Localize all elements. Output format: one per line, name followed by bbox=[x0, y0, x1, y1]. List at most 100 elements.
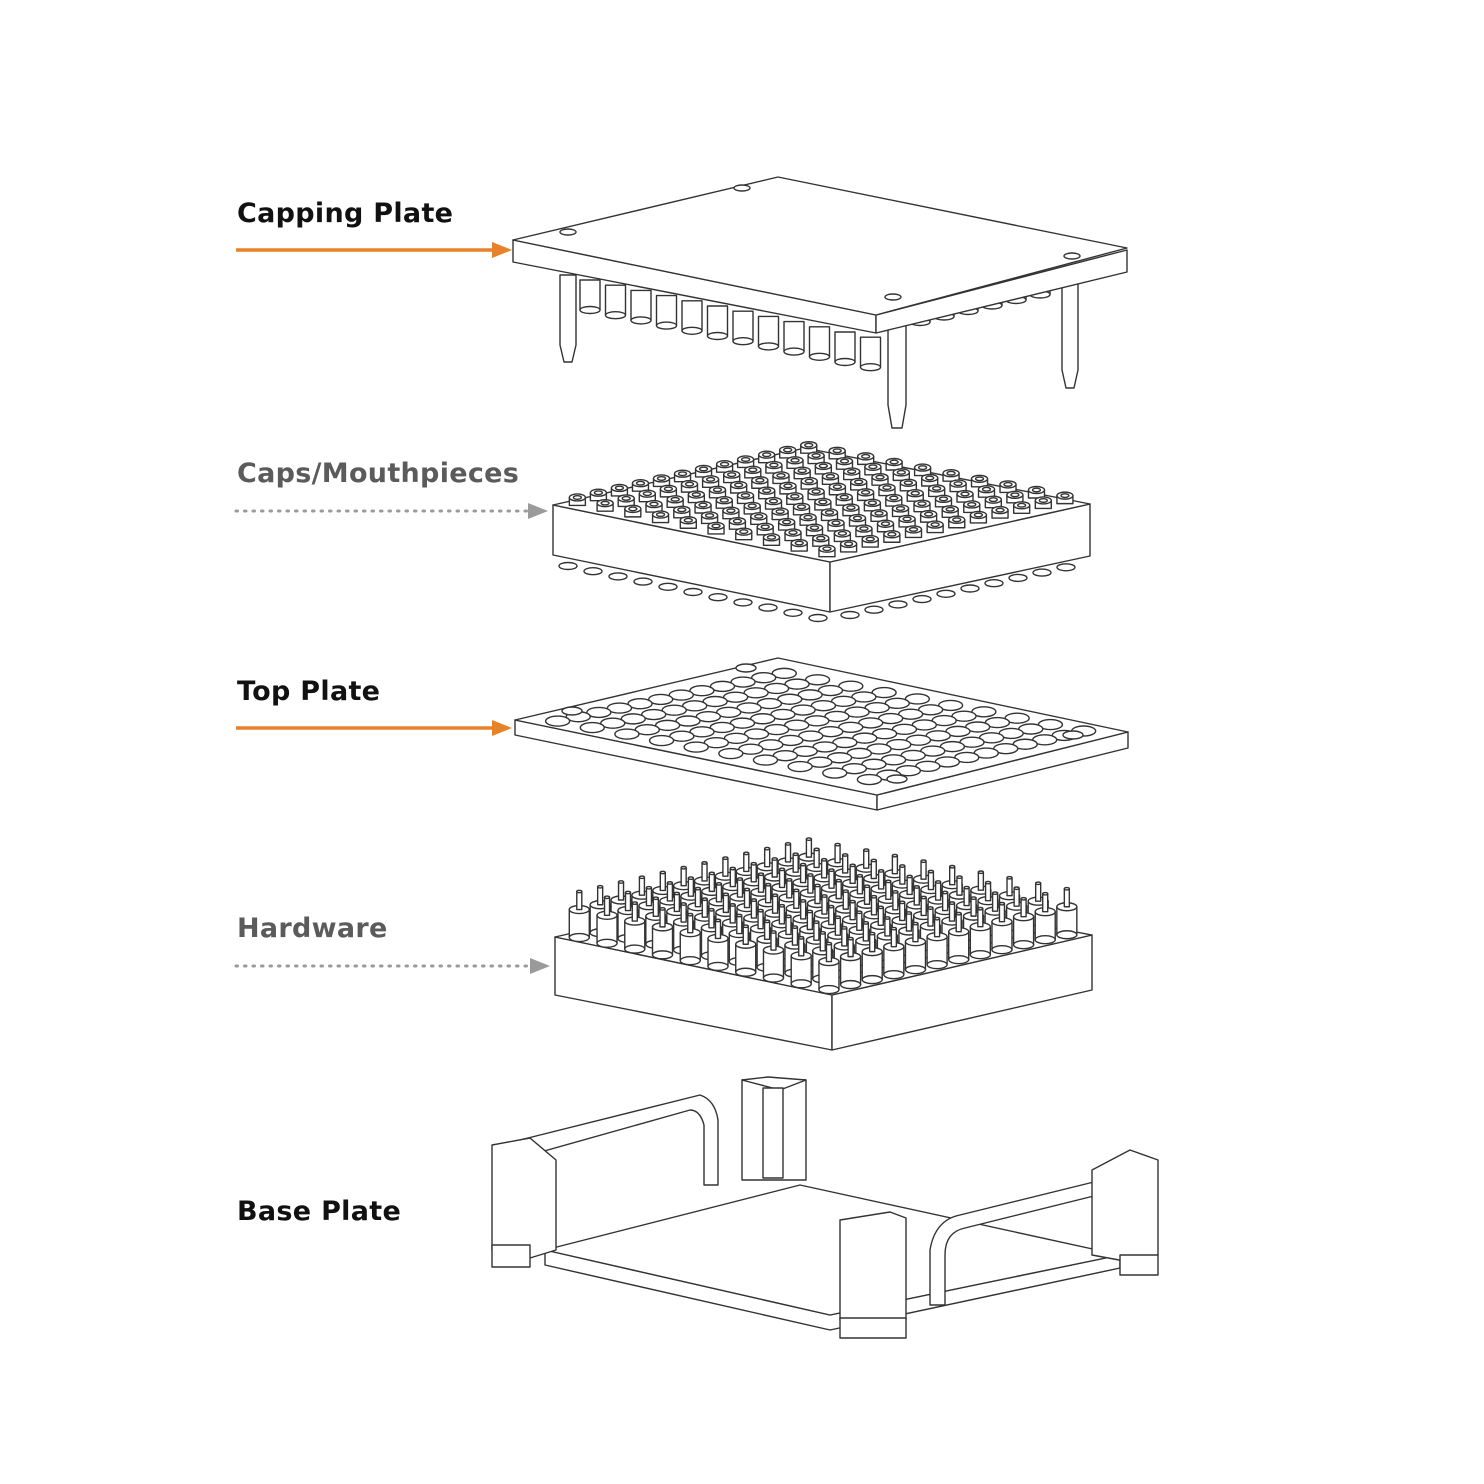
capping-plate-drawing bbox=[512, 176, 1128, 429]
plate-hole bbox=[730, 676, 756, 688]
capping-cylinder bbox=[630, 289, 652, 325]
cap bbox=[856, 488, 875, 502]
plate-hole bbox=[838, 680, 864, 692]
cap bbox=[827, 518, 845, 532]
capping-cylinder bbox=[808, 326, 831, 361]
cap bbox=[892, 468, 910, 482]
plate-hole bbox=[681, 700, 708, 712]
cap bbox=[885, 493, 903, 507]
cap bbox=[723, 470, 741, 484]
cap-bottom bbox=[733, 598, 753, 607]
plate-hole bbox=[784, 678, 810, 690]
plate-hole bbox=[763, 682, 790, 695]
cap bbox=[596, 498, 614, 512]
cap bbox=[948, 515, 966, 529]
label-base-plate: Base Plate bbox=[237, 1196, 402, 1227]
cap bbox=[638, 489, 656, 503]
cap bbox=[799, 513, 817, 526]
cap bbox=[921, 473, 939, 487]
cap bbox=[969, 510, 988, 524]
cap bbox=[722, 506, 740, 520]
cap bbox=[885, 457, 903, 471]
plate-hole bbox=[675, 715, 701, 727]
plate-hole bbox=[689, 685, 715, 697]
plate-hole bbox=[586, 706, 612, 719]
cap bbox=[919, 509, 938, 523]
plate-hole bbox=[722, 691, 749, 703]
cap bbox=[1034, 496, 1053, 510]
cap-bottom bbox=[888, 600, 908, 609]
cap bbox=[756, 522, 774, 536]
cap bbox=[870, 509, 888, 522]
hardware-drawing bbox=[554, 837, 1093, 1051]
cap bbox=[863, 498, 882, 512]
label-hardware: Hardware bbox=[237, 913, 388, 944]
cap bbox=[694, 500, 712, 514]
arrow-capping-plate bbox=[236, 242, 512, 258]
plate-hole bbox=[661, 704, 687, 716]
cap bbox=[821, 472, 840, 486]
cap bbox=[735, 527, 753, 541]
hardware-pin bbox=[991, 901, 1013, 955]
cap bbox=[772, 471, 790, 485]
hardware-pin bbox=[861, 931, 883, 985]
cap bbox=[777, 517, 796, 531]
hardware-pin bbox=[904, 921, 927, 975]
cap bbox=[1027, 485, 1046, 499]
cap bbox=[624, 504, 642, 518]
cap bbox=[758, 486, 776, 500]
cap bbox=[764, 496, 783, 510]
cap bbox=[812, 534, 830, 547]
cap-bottom bbox=[558, 561, 578, 571]
cap bbox=[800, 440, 818, 454]
cap bbox=[927, 484, 946, 498]
cap bbox=[934, 494, 953, 508]
cap bbox=[977, 485, 996, 498]
hardware-pin bbox=[790, 935, 812, 989]
cap bbox=[651, 510, 670, 524]
label-top-plate: Top Plate bbox=[237, 676, 381, 707]
plate-hole bbox=[771, 667, 797, 680]
plate-hole bbox=[715, 706, 742, 719]
cap-bottom bbox=[758, 603, 778, 612]
plate-hole bbox=[606, 702, 633, 714]
plate-hole bbox=[797, 689, 823, 701]
cap-bottom bbox=[633, 577, 653, 586]
cap bbox=[833, 529, 852, 543]
cap-bottom bbox=[864, 605, 884, 614]
hardware-pin bbox=[762, 930, 785, 983]
plate-hole bbox=[579, 721, 605, 734]
cap bbox=[673, 469, 692, 483]
cap bbox=[828, 446, 846, 460]
hardware-pin bbox=[883, 926, 905, 980]
cap-bottom bbox=[708, 593, 728, 602]
cap bbox=[861, 534, 879, 548]
cap bbox=[839, 539, 858, 553]
plate-hole bbox=[787, 760, 813, 773]
cap bbox=[941, 505, 959, 518]
cap bbox=[715, 496, 733, 509]
plate-hole bbox=[695, 710, 722, 723]
top-plate-drawing bbox=[514, 657, 1129, 811]
cap bbox=[904, 525, 923, 539]
cap-bottom bbox=[1032, 568, 1052, 577]
capping-cylinder bbox=[859, 336, 882, 372]
hardware-pin bbox=[707, 918, 729, 972]
cap bbox=[913, 499, 931, 513]
cap bbox=[617, 494, 635, 508]
cap bbox=[687, 490, 706, 504]
capping-cylinder bbox=[655, 294, 678, 330]
cap bbox=[700, 511, 719, 525]
cap bbox=[807, 451, 825, 465]
cap bbox=[835, 492, 853, 506]
cap bbox=[790, 538, 808, 552]
hardware-pin bbox=[948, 911, 970, 965]
hardware-pin bbox=[624, 901, 646, 954]
cap bbox=[1012, 501, 1031, 514]
cap bbox=[762, 533, 781, 547]
plate-hole bbox=[817, 684, 844, 697]
cap-bottom bbox=[984, 579, 1004, 588]
cap bbox=[999, 480, 1017, 494]
plate-hole bbox=[736, 702, 762, 714]
